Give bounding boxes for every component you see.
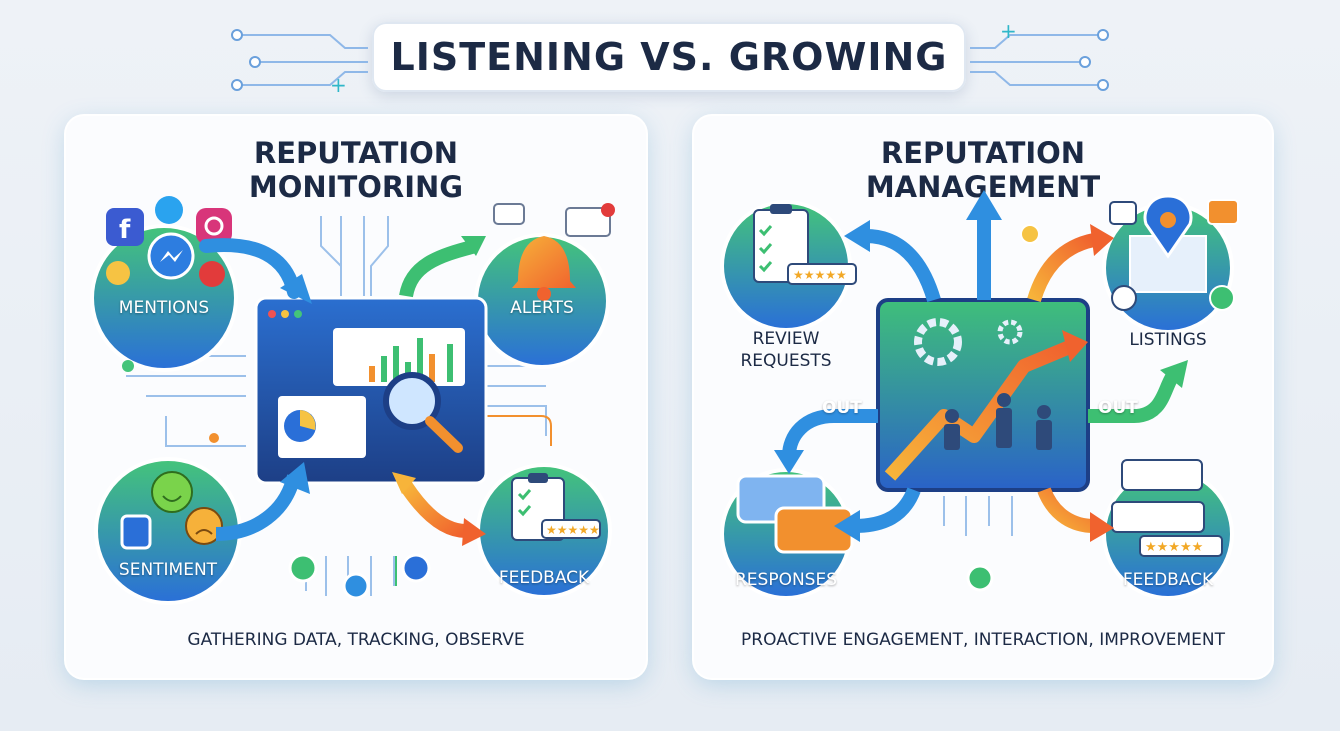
svg-text:+: +: [330, 73, 347, 97]
chat-bubble-icon: [493, 203, 525, 225]
svg-text:★★★★★: ★★★★★: [546, 523, 600, 537]
twitter-icon: [155, 196, 183, 224]
status-dot: [209, 433, 219, 443]
smiley-icon: [151, 471, 193, 513]
status-dot: [342, 572, 370, 600]
stars-icon: [541, 519, 601, 539]
page-title: LISTENING VS. GROWING: [390, 35, 948, 79]
svg-text:f: f: [119, 215, 131, 245]
out-label-right: OUT: [1098, 398, 1138, 418]
review-requests-label-line1: REVIEW: [752, 329, 820, 349]
management-title-line1: REPUTATION: [880, 136, 1086, 170]
review-requests-label-line2: REQUESTS: [740, 351, 832, 371]
management-diagram: ★★★★★ ★★★★★: [720, 190, 1239, 600]
management-panel: REPUTATION MANAGEMENT ★★★★★: [694, 116, 1272, 678]
thumbs-up-icon: [120, 514, 152, 550]
bell-icon: [512, 236, 576, 288]
mentions-label: MENTIONS: [118, 298, 210, 318]
dashboard-icon: [254, 296, 488, 485]
monitoring-title: REPUTATION MONITORING: [66, 136, 646, 204]
feedback-right-label: FEEDBACK: [1122, 570, 1214, 590]
alerts-label: ALERTS: [510, 298, 574, 318]
responses-label: RESPONSES: [734, 570, 838, 590]
clock-icon: [1111, 285, 1137, 311]
chat-bubble-icon: [1121, 459, 1203, 491]
chat-bubble-icon: [1207, 199, 1239, 225]
phone-icon: [1209, 285, 1235, 311]
status-dot: [122, 360, 134, 372]
stars-icon: [787, 263, 857, 285]
facebook-icon: [106, 208, 144, 246]
status-dot: [966, 564, 994, 592]
gear-icon: [914, 318, 962, 366]
chat-bubble-icon: [1111, 501, 1205, 533]
monitoring-panel: REPUTATION MONITORING: [66, 116, 646, 678]
svg-text:★★★★★: ★★★★★: [1145, 540, 1203, 555]
mentions-node: f: [90, 196, 238, 372]
sad-face-icon: [185, 507, 223, 545]
monitoring-caption: GATHERING DATA, TRACKING, OBSERVE: [187, 630, 525, 650]
management-title: REPUTATION MANAGEMENT: [694, 136, 1272, 204]
data-lines: [943, 496, 1013, 536]
listings-label: LISTINGS: [1129, 330, 1207, 350]
question-icon: [1020, 224, 1040, 244]
svg-text:+: +: [1000, 19, 1017, 43]
instagram-icon: [196, 208, 232, 244]
thumbs-up-icon: [288, 553, 318, 583]
responses-node: [720, 468, 854, 600]
out-label-left: OUT: [822, 398, 862, 418]
chat-bubble-icon: [1109, 201, 1137, 225]
growth-screen: [876, 298, 1090, 492]
sentiment-node: [94, 457, 242, 605]
stars-icon: [1139, 535, 1223, 557]
magnifier-icon: [383, 372, 441, 430]
feedback-label: FEEDBACK: [498, 568, 590, 588]
review-requests-label: REVIEW REQUESTS: [706, 328, 866, 372]
arrow-out-left: [782, 409, 878, 457]
arrow-to-review: [865, 229, 941, 303]
arrow-alerts: [399, 239, 478, 298]
title-banner: LISTENING VS. GROWING: [372, 22, 966, 92]
monitoring-title-line2: MONITORING: [248, 170, 464, 204]
alerts-node: [474, 203, 615, 369]
monitoring-diagram: f: [90, 196, 615, 605]
listings-node: [1102, 194, 1239, 334]
arrow-sentiment-in: [215, 474, 301, 541]
svg-text:★★★★★: ★★★★★: [793, 268, 847, 282]
feedback-node-right: ★★★★★: [1102, 459, 1234, 600]
feedback-node: ★★★★★: [476, 463, 612, 599]
arrow-to-feedback: [1037, 487, 1095, 533]
sentiment-label: SENTIMENT: [118, 560, 218, 580]
thumbs-down-icon: [401, 553, 431, 583]
monitoring-title-line1: REPUTATION: [253, 136, 459, 170]
arrow-to-responses: [853, 487, 921, 533]
pinterest-icon: [199, 261, 225, 287]
management-caption: PROACTIVE ENGAGEMENT, INTERACTION, IMPRO…: [741, 630, 1225, 650]
growth-arrow-icon: [884, 339, 1075, 481]
megaphone-icon: [106, 261, 130, 285]
review-requests-node: ★★★★★: [720, 200, 857, 332]
arrow-feedback: [400, 482, 467, 538]
people-icon: [944, 393, 1052, 450]
arrow-to-listings: [1027, 233, 1096, 303]
chat-bubble-icon: [565, 207, 611, 237]
gear-icon: [997, 319, 1023, 345]
